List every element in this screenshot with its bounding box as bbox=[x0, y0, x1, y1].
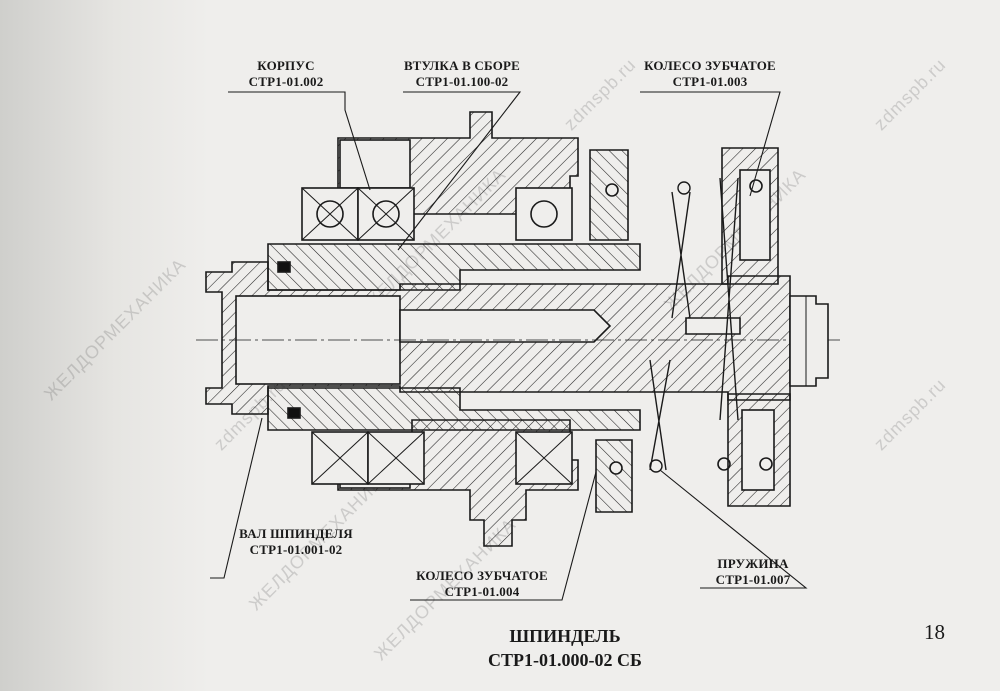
page-edge-shadow bbox=[0, 0, 210, 691]
bearing-bottom-left bbox=[311, 431, 425, 485]
drawing-title-code: СТР1-01.000-02 СБ bbox=[488, 650, 642, 670]
label-gear-small-name: КОЛЕСО ЗУБЧАТОЕ bbox=[416, 568, 548, 583]
label-sleeve-name: ВТУЛКА В СБОРЕ bbox=[403, 58, 521, 73]
label-spindle-shaft: ВАЛ ШПИНДЕЛЯ СТР1-01.001-02 bbox=[214, 526, 378, 558]
page-number: 18 bbox=[924, 620, 945, 644]
label-spring-name: ПРУЖИНА bbox=[717, 556, 789, 571]
drawing-title-name: ШПИНДЕЛЬ bbox=[509, 626, 621, 646]
label-spindle-shaft-name: ВАЛ ШПИНДЕЛЯ bbox=[239, 526, 353, 541]
label-gear-small: КОЛЕСО ЗУБЧАТОЕ СТР1-01.004 bbox=[402, 568, 562, 600]
label-gear-large-name: КОЛЕСО ЗУБЧАТОЕ bbox=[644, 58, 776, 73]
label-spindle-shaft-code: СТР1-01.001-02 bbox=[249, 542, 343, 557]
sleeve-bottom bbox=[267, 387, 641, 431]
bearing-top-left bbox=[301, 187, 415, 241]
label-gear-large: КОЛЕСО ЗУБЧАТОЕ СТР1-01.003 bbox=[636, 58, 784, 90]
label-housing: КОРПУС СТР1-01.002 bbox=[228, 58, 344, 90]
label-housing-name: КОРПУС bbox=[257, 58, 315, 73]
label-gear-large-code: СТР1-01.003 bbox=[672, 74, 748, 89]
label-sleeve: ВТУЛКА В СБОРЕ СТР1-01.100-02 bbox=[400, 58, 524, 90]
bearing-bottom-right bbox=[515, 431, 573, 485]
label-spring: ПРУЖИНА СТР1-01.007 bbox=[700, 556, 806, 588]
drawing-title: ШПИНДЕЛЬ СТР1-01.000-02 СБ bbox=[400, 624, 730, 672]
label-spring-code: СТР1-01.007 bbox=[715, 572, 791, 587]
label-gear-small-code: СТР1-01.004 bbox=[444, 584, 520, 599]
leader-lines bbox=[210, 91, 808, 601]
label-housing-code: СТР1-01.002 bbox=[248, 74, 324, 89]
bearing-top-right bbox=[515, 187, 573, 241]
sleeve-top bbox=[267, 243, 641, 291]
end-nut bbox=[789, 295, 829, 387]
gear-small-bottom bbox=[595, 439, 633, 513]
label-sleeve-code: СТР1-01.100-02 bbox=[415, 74, 509, 89]
